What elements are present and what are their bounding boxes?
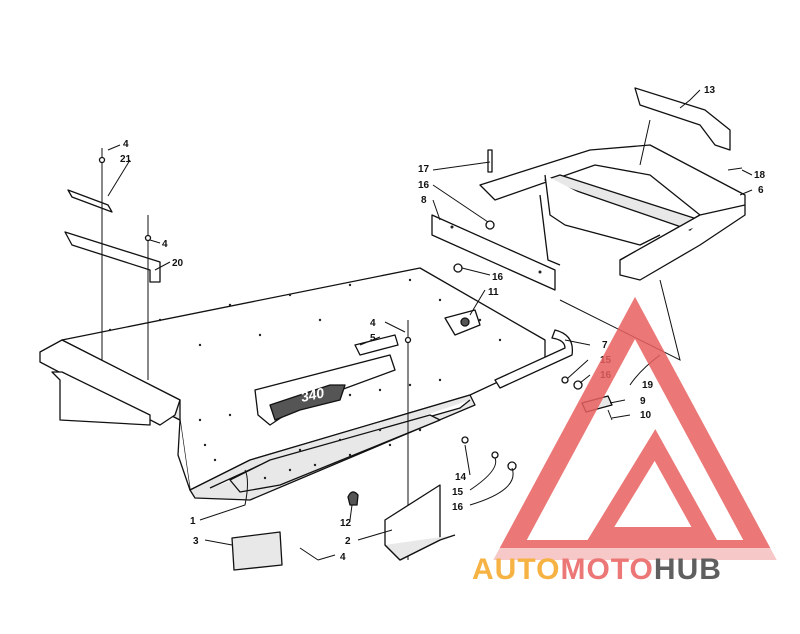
watermark-triangle-icon [493,296,777,560]
svg-text:AUTOMOTOHUB: AUTOMOTOHUB [472,553,722,586]
bracket-2 [384,484,456,561]
callout-5: 5 [370,333,376,344]
callout-16d: 16 [452,502,464,513]
callout-8: 8 [421,195,427,206]
callout-3: 3 [193,536,199,547]
bracket-21 [67,189,113,213]
callout-10: 10 [640,410,652,421]
callout-20: 20 [172,258,184,269]
callout-19: 19 [642,380,654,391]
callout-11: 11 [488,287,499,298]
callout-16b: 16 [492,272,504,283]
callout-18: 18 [754,170,766,181]
callout-2: 2 [345,536,351,547]
callout-7: 7 [602,340,608,351]
watermark-part1: AUTO [472,553,560,586]
callout-16a: 16 [418,180,430,191]
emblem-label: 340 [299,384,325,405]
callout-13: 13 [704,85,716,96]
watermark-logo: AUTOMOTOHUB [472,296,792,586]
callout-1: 1 [190,516,196,527]
bracket-20 [64,231,161,283]
callout-4a: 4 [123,139,129,150]
callout-17: 17 [418,164,430,175]
callout-6: 6 [758,185,764,196]
knob-12 [347,491,359,506]
leader-lines [107,89,753,561]
emblem-340: 340 [254,334,399,426]
callout-12: 12 [340,518,352,529]
tube-7 [494,329,574,389]
callout-4c: 4 [370,318,376,329]
watermark-part2: MOTO [560,553,653,586]
callout-4b: 4 [162,239,168,250]
callout-15b: 15 [452,487,464,498]
watermark-part3: HUB [654,553,722,586]
taillight-11 [444,309,481,336]
rear-bumper [479,144,746,281]
callout-21: 21 [120,154,132,165]
snow-flap-13 [634,87,731,151]
callout-14: 14 [455,472,467,483]
callout-4d: 4 [340,552,346,563]
plate-8 [431,214,556,291]
plate-3 [231,531,283,571]
hinge-19 [559,279,681,361]
callout-9: 9 [640,396,646,407]
